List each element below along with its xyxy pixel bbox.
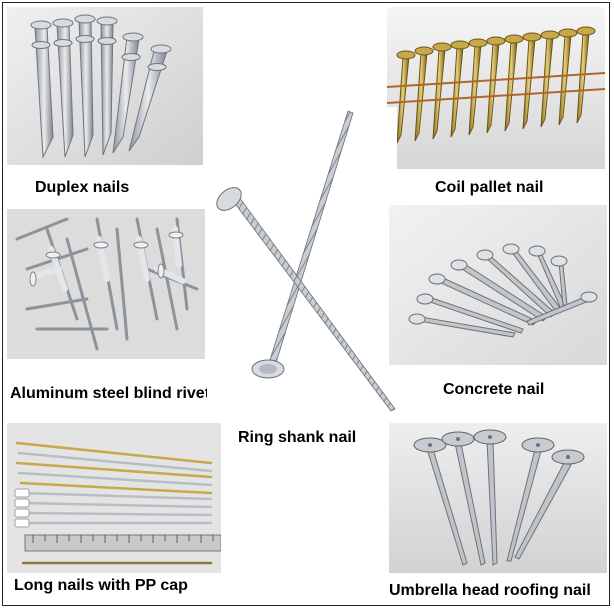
coil-pallet-caption: Coil pallet nail (435, 179, 544, 196)
ring-shank-panel: Ring shank nail (207, 107, 397, 453)
umbrella-roofing-panel: Umbrella head roofing nail (389, 423, 609, 605)
blind-rivet-panel: Aluminum steel blind rivet (7, 209, 239, 405)
blind-rivet-caption: Aluminum steel blind rivet (10, 385, 211, 402)
concrete-nail-panel: Concrete nail (389, 205, 607, 405)
ring-shank-photo (207, 107, 397, 427)
duplex-nails-panel: Duplex nails (7, 7, 203, 197)
long-nails-caption: Long nails with PP cap (14, 577, 188, 594)
duplex-nails-photo (7, 7, 203, 165)
coil-pallet-panel: Coil pallet nail (387, 7, 607, 197)
long-nails-panel: Long nails with PP cap (7, 423, 227, 605)
long-nails-photo (7, 423, 221, 573)
concrete-nail-caption: Concrete nail (443, 381, 545, 398)
duplex-nails-caption: Duplex nails (35, 179, 130, 196)
ring-shank-caption: Ring shank nail (238, 429, 357, 446)
blind-rivet-photo (7, 209, 205, 359)
umbrella-roofing-caption: Umbrella head roofing nail (389, 582, 591, 599)
coil-pallet-photo (387, 7, 605, 169)
concrete-nail-photo (389, 205, 607, 365)
umbrella-roofing-photo (389, 423, 607, 573)
